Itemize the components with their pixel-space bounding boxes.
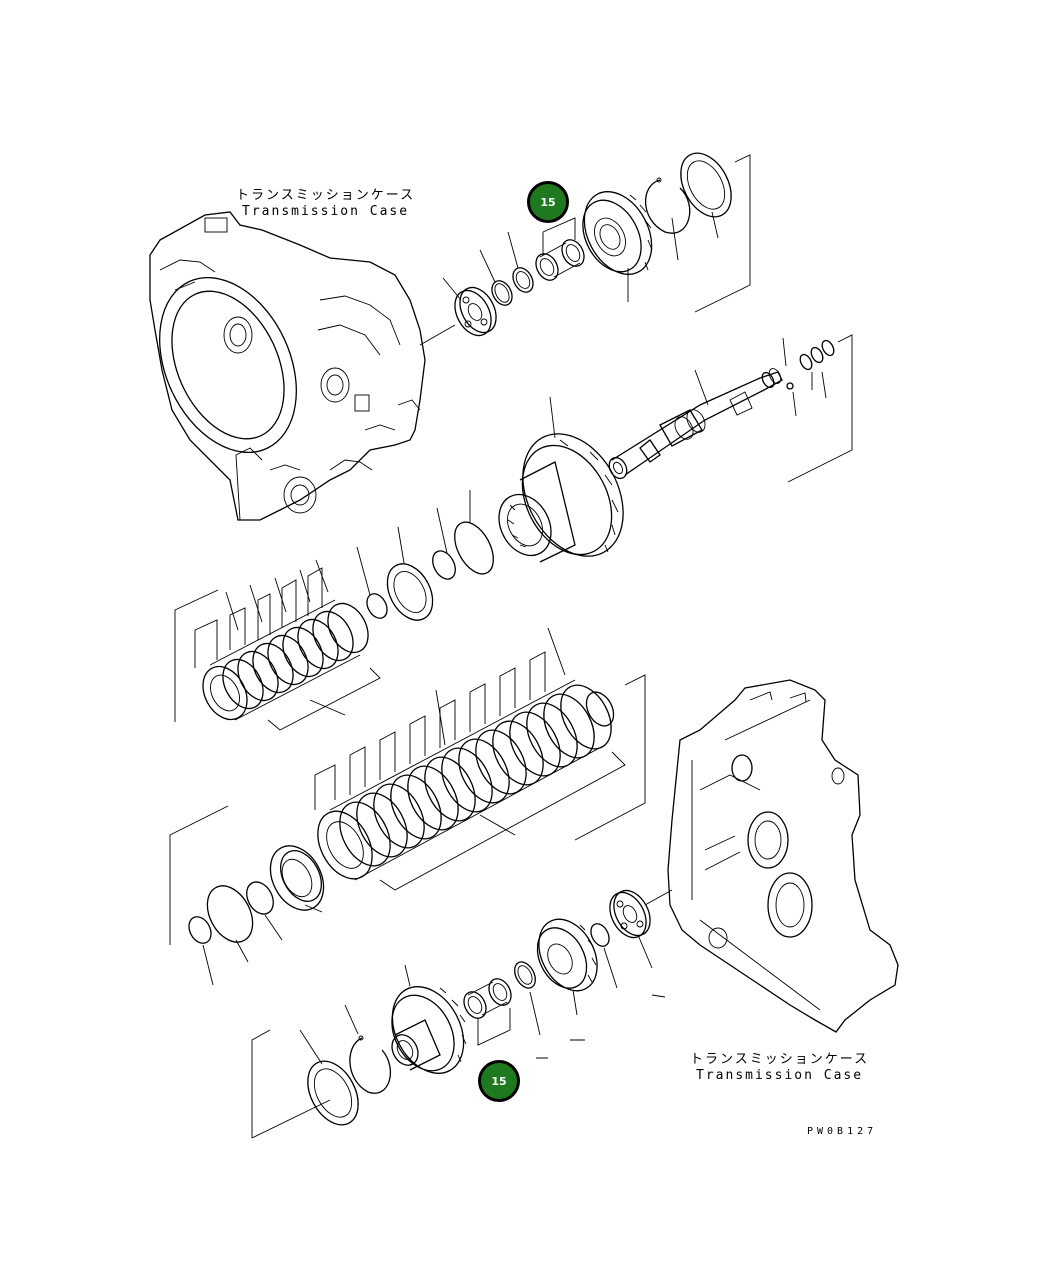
case-label-top: トランスミッションケース Transmission Case: [236, 188, 415, 220]
clutch-gear-hub: [498, 433, 624, 563]
drawing-code: PW0B127: [807, 1126, 878, 1137]
gear-mid-bottom: [536, 918, 598, 992]
small-rings-shaft-end: [786, 339, 835, 390]
callout-badge-bottom[interactable]: 15: [478, 1060, 520, 1102]
clutch-pack-upper: [202, 599, 369, 721]
retaining-ring-bottom: [349, 1035, 392, 1094]
retaining-ring-top: [644, 177, 691, 234]
callout-badge-top[interactable]: 15: [527, 181, 569, 223]
rings-lower: [188, 881, 274, 944]
bottom-parts-bracket: [251, 1029, 331, 1139]
case-label-bottom: トランスミッションケース Transmission Case: [690, 1052, 869, 1084]
needle-bearing-top: [535, 239, 585, 281]
bearing-inner-bottom: [609, 889, 673, 939]
gear-hub-bottom: [391, 986, 467, 1074]
leader-lines-shaft: [694, 337, 827, 417]
seal-ring-bottom: [307, 1060, 359, 1126]
seal-ring-top: [680, 152, 732, 218]
leader-lines-rings-lower: [202, 904, 323, 986]
case-label-top-en: Transmission Case: [242, 204, 410, 219]
piston-lower: [269, 845, 325, 911]
needle-bearing-bottom: [463, 978, 512, 1019]
leader-lines-clutch: [356, 396, 556, 596]
transmission-case-bottom: [667, 679, 899, 1033]
leader-lines-top: [419, 211, 719, 346]
bearing-inner-top: [454, 286, 497, 337]
transmission-case-top: [149, 211, 426, 521]
rings-clutch: [366, 521, 494, 621]
snap-ring-bottom: [590, 923, 610, 947]
washer-bottom: [514, 961, 536, 989]
leader-lines-pack-lower: [169, 627, 646, 945]
shaft-bracket: [787, 334, 853, 483]
case-label-bottom-jp: トランスミッションケース: [690, 1052, 870, 1067]
case-label-bottom-en: Transmission Case: [696, 1068, 864, 1083]
case-label-top-jp: トランスミッションケース: [236, 188, 416, 203]
main-shaft: [608, 368, 783, 480]
leader-lines-pack-upper: [174, 559, 381, 731]
snap-ring-top: [491, 280, 513, 306]
clutch-pack-lower: [317, 679, 615, 881]
washer-top: [512, 267, 534, 293]
top-parts-bracket: [694, 154, 751, 313]
gear-large-top: [582, 191, 653, 275]
leader-lines-bottom: [299, 934, 666, 1065]
